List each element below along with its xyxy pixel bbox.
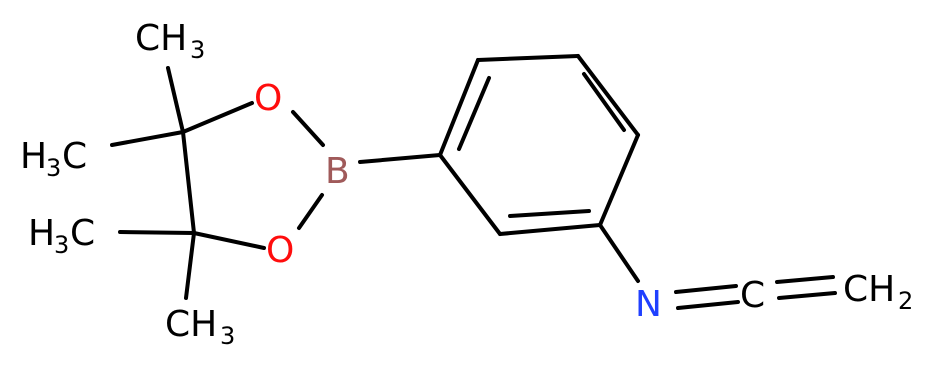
ring-bond (498, 223, 602, 236)
ch3-top-label: CH (135, 18, 187, 59)
h3c-lower-subscript: 3 (54, 231, 69, 259)
ch3-bottom-subscript: 3 (220, 322, 235, 350)
ring-bond (438, 58, 480, 157)
ring-bond (576, 54, 640, 137)
h3c-lower-c: C (70, 213, 95, 254)
methyl-group-bottom: CH 3 (165, 304, 235, 350)
ch2-subscript: 2 (898, 287, 913, 315)
methyl-group-top: CH 3 (135, 18, 205, 64)
dioxaborolane-ring (181, 101, 325, 250)
ch3-top-subscript: 3 (190, 36, 205, 64)
ch2-label: CH (843, 269, 895, 310)
methylene-group: CH 2 (843, 269, 913, 315)
ring-bond (598, 133, 640, 227)
bond-c-ch2-double (775, 275, 835, 284)
ring-inner-bond (508, 209, 591, 218)
atom-carbon-vinylidene: C (740, 275, 765, 316)
atom-nitrogen: N (635, 284, 662, 325)
bond-ring-nitrogen (598, 223, 640, 283)
bond-c-ch3-top (166, 66, 185, 134)
ring-inner-bond (582, 72, 626, 132)
atom-boron: B (325, 151, 350, 192)
ring-inner-bond (457, 76, 491, 151)
h3c-upper-subscript: 3 (46, 154, 61, 182)
bond-c-h3c-lower (118, 230, 196, 235)
bond-ring-boron (358, 153, 442, 164)
benzene-ring (438, 54, 640, 236)
h3c-lower-h: H (28, 213, 55, 254)
bond-boron-o-top (291, 110, 325, 147)
methyl-group-upper-left: H 3 C (20, 136, 87, 182)
bond-n-c-double (676, 300, 740, 310)
atom-o-top: O (254, 78, 282, 119)
h3c-upper-h: H (20, 136, 47, 177)
atom-o-bottom: O (266, 230, 294, 271)
bond-o-bottom-c (192, 231, 266, 250)
bond-c-h3c-upper (110, 130, 185, 147)
bond-c-ch3-bottom (184, 231, 196, 300)
ch3-bottom-label: CH (165, 304, 217, 345)
bond-boron-o-bottom (297, 193, 324, 230)
ring-bond (438, 153, 502, 236)
methyl-group-lower-left: H 3 C (28, 213, 95, 259)
bond-n-c-double (674, 284, 738, 294)
bond-c-c (181, 130, 196, 235)
bond-c-ch2-double (777, 291, 837, 300)
ring-bond (476, 54, 580, 62)
bond-o-top-c (181, 101, 254, 134)
h3c-upper-c: C (62, 136, 87, 177)
